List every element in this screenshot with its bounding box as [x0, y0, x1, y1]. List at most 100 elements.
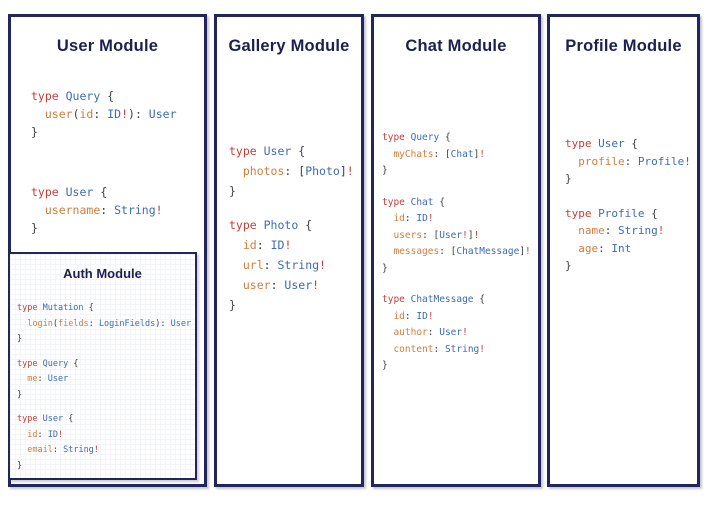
code-line: type User { — [17, 412, 191, 428]
code-token-fld: user — [44, 107, 73, 121]
code-token-pln: } — [31, 125, 38, 139]
code-line: name: String! — [565, 222, 691, 240]
code-area-user-module: type Query { user(id: ID!): User}type Us… — [31, 87, 177, 237]
code-token-pln: : — [37, 374, 48, 384]
code-token-typ: User — [439, 327, 463, 338]
code-token-pln — [565, 155, 578, 168]
code-line: } — [565, 170, 691, 188]
code-token-bang: ! — [479, 343, 486, 355]
code-token-fld: username — [44, 203, 101, 217]
code-line: id: ID! — [382, 211, 531, 228]
code-token-pln: } — [382, 262, 388, 274]
code-token-kw: type — [31, 89, 66, 103]
code-token-pln: { — [651, 206, 658, 220]
code-token-fld: name — [578, 224, 605, 237]
code-token-kw: type — [382, 196, 411, 208]
code-token-pln — [17, 319, 27, 329]
panel-title-auth-module: Auth Module — [63, 266, 142, 281]
code-token-pln: ): — [155, 318, 171, 329]
code-area-auth-module: type Mutation { login(fields: LoginField… — [17, 301, 191, 474]
code-token-pln: { — [631, 137, 638, 150]
code-line: users: [User!]! — [382, 228, 531, 245]
code-token-pln: } — [17, 389, 23, 400]
code-block: type User { username: String!} — [31, 183, 177, 237]
code-line: } — [382, 163, 531, 180]
code-token-fld: photos — [242, 164, 285, 178]
code-token-pln — [229, 164, 243, 178]
code-token-bang: ! — [657, 224, 665, 237]
code-line: author: User! — [382, 325, 531, 342]
code-token-typ: Query — [42, 358, 74, 369]
code-token-pln: } — [229, 298, 236, 312]
code-token-typ: Chat — [410, 196, 440, 208]
code-token-bang: ! — [58, 429, 64, 440]
code-token-typ: String — [114, 203, 156, 217]
code-token-pln: } — [17, 334, 23, 344]
code-block: type User { profile: Profile!} — [565, 135, 691, 188]
code-token-fld: id — [393, 213, 405, 224]
panel-title-gallery-module: Gallery Module — [228, 37, 350, 55]
code-token-pln: { — [73, 358, 79, 369]
panel-title-user-module: User Module — [56, 37, 159, 55]
code-block: type Query { myChats: [Chat]!} — [382, 130, 531, 180]
code-token-typ: User — [284, 278, 313, 292]
code-token-kw: type — [31, 185, 66, 199]
code-token-pln: : — [433, 343, 445, 355]
code-token-pln: ): — [128, 107, 149, 121]
code-area-profile-module: type User { profile: Profile!} type Profi… — [565, 135, 691, 275]
code-token-typ: User — [170, 318, 192, 329]
code-line: myChats: [Chat]! — [382, 147, 531, 164]
code-token-typ: Chat — [450, 148, 474, 160]
code-token-pln: ( — [72, 107, 80, 121]
code-token-pln — [382, 213, 393, 224]
code-line: photos: [Photo]! — [229, 161, 354, 181]
code-token-pln — [382, 344, 393, 355]
code-line: id: ID! — [382, 309, 531, 326]
code-token-kw: type — [17, 358, 43, 369]
code-token-typ: ChatMessage — [410, 294, 480, 305]
code-area-gallery-module: type User { photos: [Photo]!}type Photo … — [229, 141, 354, 315]
code-line: user(id: ID!): User — [31, 105, 177, 123]
code-token-fld: user — [242, 278, 271, 292]
code-token-pln — [229, 278, 243, 292]
code-token-bang: ! — [462, 229, 468, 241]
code-token-bang: ! — [346, 164, 354, 178]
code-token-bang: ! — [284, 238, 292, 252]
code-line: type ChatMessage { — [382, 292, 531, 309]
code-token-kw: type — [229, 144, 264, 158]
code-token-typ: User — [42, 414, 69, 424]
code-line: username: String! — [31, 201, 177, 219]
code-token-pln: { — [88, 303, 94, 313]
code-token-kw: type — [229, 218, 264, 232]
code-token-pln — [382, 327, 393, 338]
code-token-pln: } — [17, 460, 23, 471]
code-line: type User { — [31, 183, 177, 201]
code-token-pln: : — [100, 203, 115, 217]
code-token-kw: type — [565, 137, 599, 150]
code-line: type Query { — [382, 130, 531, 147]
code-token-fld: messages — [393, 246, 440, 257]
code-line: } — [31, 219, 177, 237]
code-line: user: User! — [229, 275, 354, 295]
code-token-bang: ! — [93, 445, 99, 455]
code-line: login(fields: LoginFields): User — [17, 317, 191, 333]
code-token-typ: User — [148, 107, 177, 121]
panel-user-module: User Module type Query { user(id: ID!): … — [8, 14, 207, 487]
code-token-pln — [382, 230, 393, 241]
code-token-pln: : — [404, 213, 417, 224]
code-token-pln — [31, 203, 45, 217]
code-block: type Profile { name: String! age: Int} — [565, 205, 691, 275]
code-block: type User { photos: [Photo]!} — [229, 141, 354, 201]
code-token-typ: ChatMessage — [456, 246, 520, 257]
code-token-typ: User — [47, 374, 69, 384]
code-token-fld: me — [27, 374, 38, 384]
code-token-bang: ! — [684, 154, 691, 168]
panel-title-chat-module: Chat Module — [405, 37, 507, 55]
code-token-typ: Photo — [263, 218, 306, 232]
code-line: id: ID! — [17, 428, 191, 444]
code-token-pln: { — [100, 185, 108, 199]
code-area-chat-module: type Query { myChats: [Chat]!}type Chat … — [382, 130, 531, 375]
code-block: type Query { user(id: ID!): User} — [31, 87, 177, 141]
code-line: type Profile { — [565, 205, 691, 223]
code-line: type User { — [229, 141, 354, 161]
